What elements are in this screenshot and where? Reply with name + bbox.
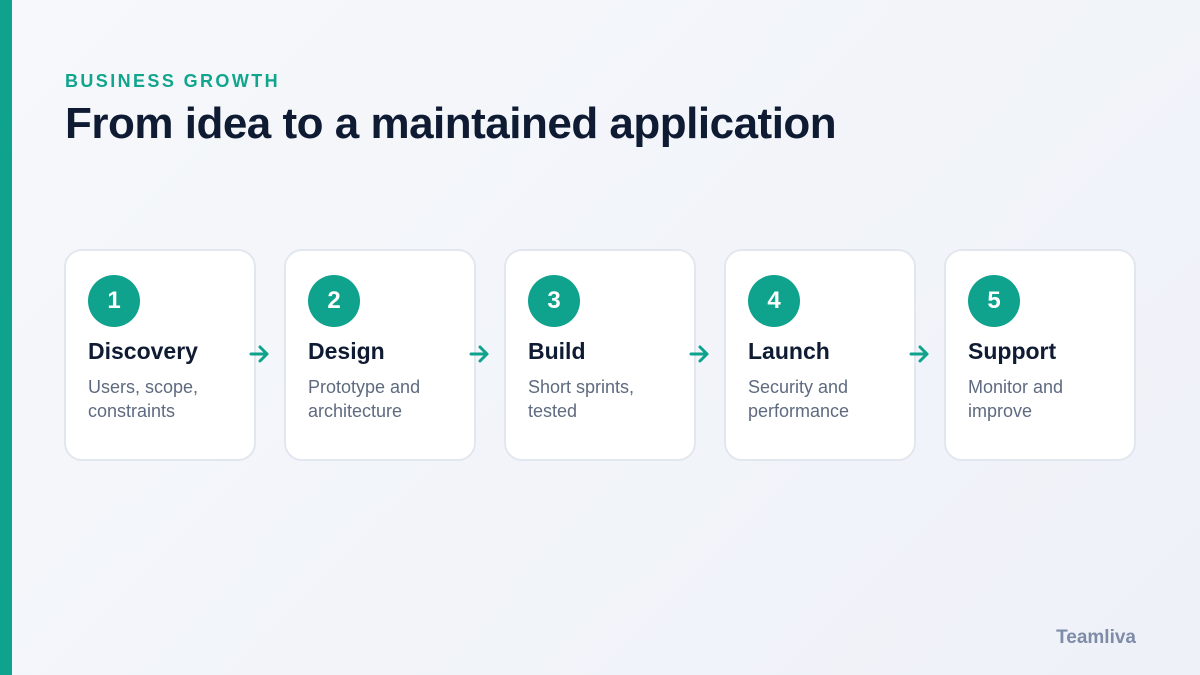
arrow-right-icon	[689, 249, 724, 461]
step-description: Security and performance	[748, 377, 850, 421]
step-number-badge: 1	[88, 275, 140, 327]
step-number-badge: 4	[748, 275, 800, 327]
step-title: Build	[528, 338, 586, 364]
step-description: Prototype and architecture	[308, 377, 421, 421]
step-card-launch: 4 Launch Security and performance	[724, 249, 916, 461]
step-description: Users, scope, constraints	[88, 377, 199, 421]
step-title: Discovery	[88, 338, 198, 364]
step-card-discovery: 1 Discovery Users, scope, constraints	[64, 249, 256, 461]
step-description: Short sprints, tested	[528, 377, 635, 421]
step-card-design: 2 Design Prototype and architecture	[284, 249, 476, 461]
step-title: Support	[968, 338, 1057, 364]
step-number-badge: 3	[528, 275, 580, 327]
eyebrow-label: BUSINESS GROWTH	[65, 71, 281, 91]
brand-logo-text: Teamliva	[1056, 627, 1136, 648]
arrow-right-icon	[909, 249, 944, 461]
step-title: Launch	[748, 338, 830, 364]
accent-bar	[0, 0, 12, 675]
step-card-support: 5 Support Monitor and improve	[944, 249, 1136, 461]
step-title: Design	[308, 338, 385, 364]
page-title: From idea to a maintained application	[65, 99, 837, 148]
arrow-right-icon	[249, 249, 284, 461]
step-description: Monitor and improve	[968, 377, 1064, 421]
step-card-build: 3 Build Short sprints, tested	[504, 249, 696, 461]
step-number-badge: 5	[968, 275, 1020, 327]
process-steps: 1 Discovery Users, scope, constraints 2 …	[64, 249, 1136, 461]
arrow-right-icon	[469, 249, 504, 461]
step-number-badge: 2	[308, 275, 360, 327]
